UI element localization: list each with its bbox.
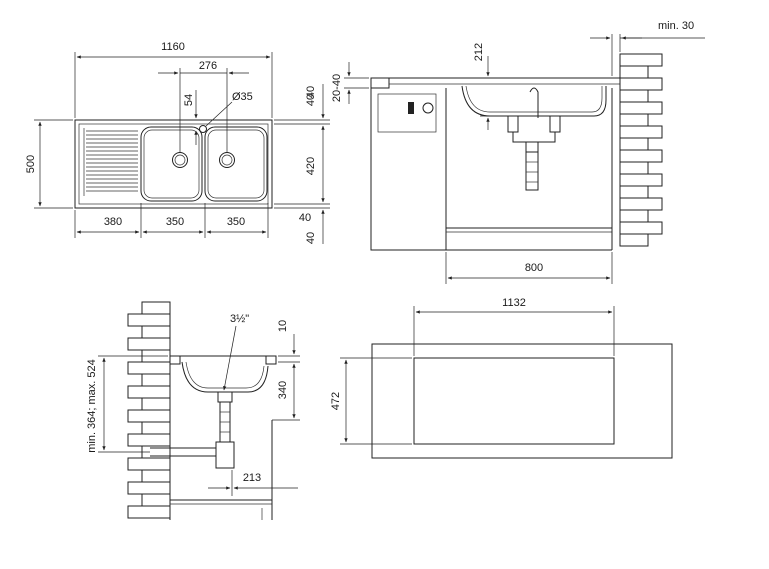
dim-width-total: 1160 (161, 41, 185, 53)
dim-depth-total: 500 (25, 155, 37, 173)
left-drain (172, 152, 188, 168)
dim-counter-thickness: 20-40 (331, 74, 343, 102)
dim-bowl-height: 340 (277, 381, 289, 399)
wall-bricks-left (127, 301, 171, 519)
dim-wall-gap: min. 30 (658, 20, 694, 32)
cutout-view: 1132 472 (330, 297, 673, 459)
trap-bottom (215, 441, 235, 469)
dim-tap-hole: Ø35 (232, 91, 253, 103)
left-bowl (140, 126, 203, 202)
section-view: 3½" 10 340 min. 364; max. 524 213 (86, 301, 300, 520)
waste-trap-side (512, 132, 556, 143)
dim-left-bowl-width: 350 (166, 216, 184, 228)
dim-tap-offset: 54 (183, 94, 195, 106)
sink-inner-rim-top (78, 123, 269, 205)
dim-rim-top: 40 (305, 86, 317, 98)
right-bowl-inner (207, 129, 265, 199)
sink-outline-top (74, 119, 273, 209)
dim-cutout-width: 1132 (502, 297, 526, 309)
dim-bowl-spacing: 276 (199, 60, 217, 72)
side-basin (461, 85, 607, 117)
overflow-tube (529, 87, 539, 118)
cutout-opening (413, 357, 615, 445)
tap-hole (199, 125, 207, 133)
wall-bricks-right (619, 53, 663, 247)
dim-rim-gap: 10 (277, 320, 289, 332)
appliance-knob-icon (422, 102, 434, 114)
dim-wall-offset: 213 (243, 472, 261, 484)
dim-rim-bottom: 40 (305, 232, 317, 244)
dim-drain-size: 3½" (230, 313, 249, 325)
right-drain (219, 152, 235, 168)
right-bowl (204, 126, 268, 202)
dim-drain-height: min. 364; max. 524 (86, 359, 98, 453)
countertop-section (370, 77, 390, 89)
top-view: 1160 276 54 Ø35 500 380 350 350 (25, 41, 330, 244)
appliance-panel (377, 93, 437, 133)
dim-bowl-depth-plan: 420 (305, 157, 317, 175)
countertop-hatched (371, 343, 673, 459)
dim-side-rim: 40 (299, 212, 311, 224)
drainboard-ribs (83, 128, 138, 196)
dim-side-rim-height: 40 (305, 94, 317, 106)
dim-cutout-height: 472 (330, 392, 342, 410)
dim-right-bowl-width: 350 (227, 216, 245, 228)
waste-pipe (150, 447, 216, 457)
dim-bowl-depth: 212 (473, 43, 485, 61)
section-basin (181, 361, 269, 393)
dim-drainboard-width: 380 (104, 216, 122, 228)
side-view: 40 20-40 212 min. 30 800 (305, 20, 705, 284)
left-bowl-inner (143, 129, 200, 199)
dim-cabinet-width: 800 (525, 262, 543, 274)
